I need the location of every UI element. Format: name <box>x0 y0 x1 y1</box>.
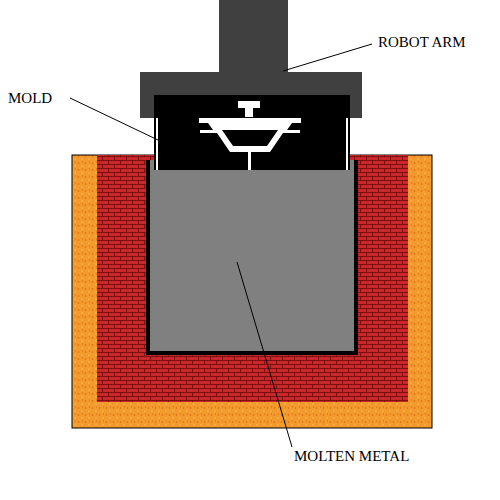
part-label: ROBOT ARM <box>378 34 466 51</box>
leader-line <box>237 262 292 447</box>
molten-metal <box>150 160 354 351</box>
robot-arm-column <box>219 0 288 80</box>
refractory-brick <box>97 155 408 402</box>
part-cavity <box>199 101 301 170</box>
mold <box>154 95 350 170</box>
leader-line <box>283 44 372 71</box>
part-label: MOLTEN METAL <box>294 448 409 465</box>
mold-gap <box>346 118 348 170</box>
leader-line <box>70 98 158 140</box>
furnace-insulation <box>72 155 432 428</box>
part-label: MOLD <box>8 90 52 107</box>
mold-gap <box>156 118 158 170</box>
crucible <box>146 160 358 355</box>
